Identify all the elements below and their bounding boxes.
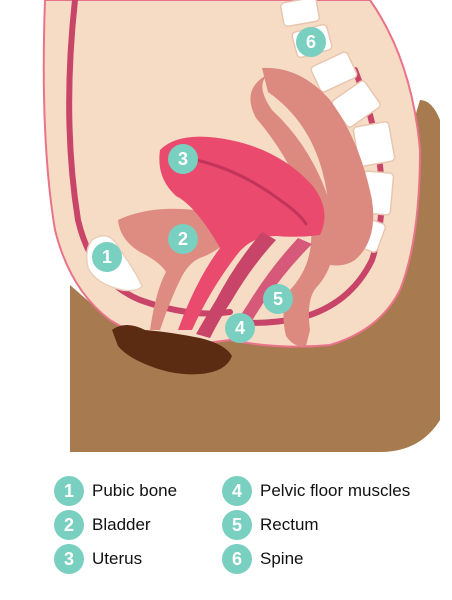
svg-text:2: 2: [178, 229, 188, 249]
legend-badge: 1: [54, 476, 84, 506]
svg-text:1: 1: [102, 247, 112, 267]
legend-item-uterus: 3 Uterus: [54, 542, 142, 576]
pelvic-anatomy-illustration: 1 2 3 4 5 6: [42, 0, 440, 452]
legend-item-pubic-bone: 1 Pubic bone: [54, 474, 177, 508]
pelvic-floor-muscle-band: [196, 232, 276, 338]
legend-label: Pelvic floor muscles: [260, 481, 411, 500]
marker-pubic-bone: 1: [92, 242, 122, 272]
legend-label: Spine: [260, 549, 304, 568]
svg-text:5: 5: [273, 289, 283, 309]
marker-spine: 6: [296, 27, 326, 57]
marker-rectum: 5: [263, 284, 293, 314]
legend-label: Pubic bone: [92, 481, 178, 500]
legend-label: Rectum: [260, 515, 319, 534]
marker-bladder: 2: [168, 224, 198, 254]
legend-item-bladder: 2 Bladder: [54, 508, 151, 542]
legend-badge: 3: [54, 544, 84, 574]
rectum-upper: [262, 67, 374, 266]
bladder-shape: [118, 208, 240, 330]
uterus-inner-line: [194, 158, 308, 226]
legend: 1 Pubic bone 2 Bladder 3 Uterus 4 Pelvic…: [0, 472, 452, 592]
legend-badge: 4: [222, 476, 252, 506]
svg-text:4: 4: [235, 318, 245, 338]
marker-uterus: 3: [168, 144, 198, 174]
legend-badge: 5: [222, 510, 252, 540]
rectum-shape: [250, 70, 335, 347]
svg-text:6: 6: [306, 32, 316, 52]
legend-badge: 6: [222, 544, 252, 574]
legend-item-rectum: 5 Rectum: [222, 508, 319, 542]
legend-label: Bladder: [92, 515, 151, 534]
svg-text:3: 3: [178, 149, 188, 169]
marker-pelvic-floor-muscles: 4: [225, 313, 255, 343]
uterus-shape: [159, 136, 325, 330]
legend-badge: 2: [54, 510, 84, 540]
legend-label: Uterus: [92, 549, 143, 568]
legend-item-spine: 6 Spine: [222, 542, 303, 576]
legend-item-pelvic-floor-muscles: 4 Pelvic floor muscles: [222, 474, 410, 508]
feces-shape: [112, 325, 232, 375]
